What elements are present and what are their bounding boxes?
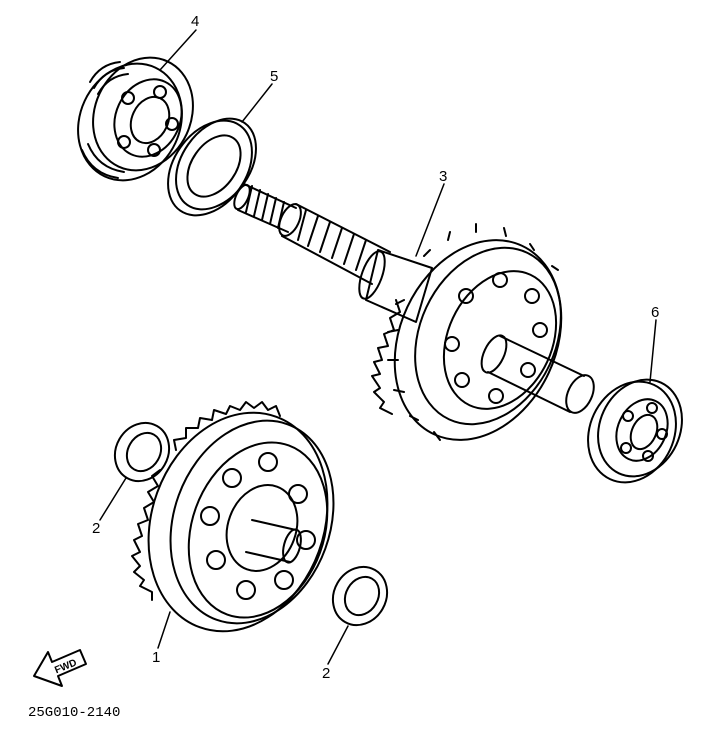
callout-4: 4 — [191, 13, 199, 30]
callout-3: 3 — [439, 168, 447, 185]
callout-2-lower: 2 — [322, 665, 330, 682]
drawing-code: 25G010-2140 — [28, 705, 120, 721]
part-6-bearing — [587, 378, 683, 484]
callout-2-upper: 2 — [92, 520, 100, 537]
fwd-arrow-icon: FWD — [33, 649, 87, 687]
part-2-washer-lower — [331, 565, 389, 627]
callout-6: 6 — [651, 304, 659, 321]
part-3-shaft — [233, 183, 595, 441]
callout-5: 5 — [270, 68, 278, 85]
leader-lines — [99, 29, 657, 665]
part-2-washer-upper — [113, 421, 171, 483]
callout-1: 1 — [152, 649, 160, 666]
part-1-gear — [131, 401, 335, 633]
callouts: 4 5 3 6 2 1 2 — [92, 13, 659, 682]
